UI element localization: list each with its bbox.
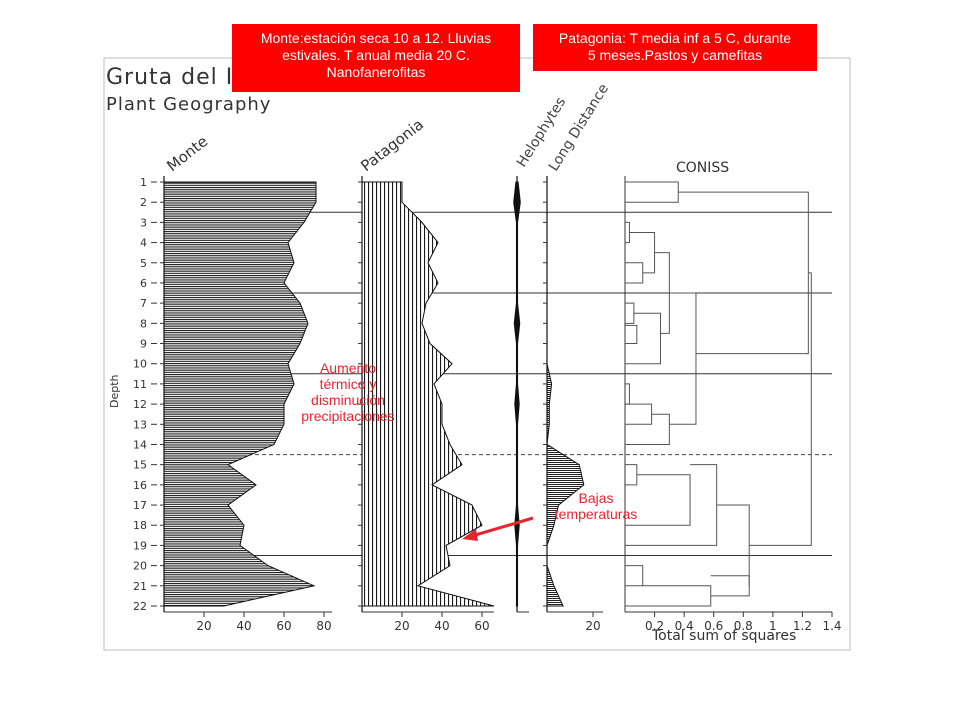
x-tick-label: 20: [394, 619, 409, 633]
arrow-line: [471, 516, 534, 538]
dendrogram-branch: [710, 575, 750, 597]
note-box-monte-line: Monte:estación seca 10 a 12. Lluvias: [260, 30, 492, 46]
depth-tick-label: 4: [140, 237, 147, 250]
arrow-head: [462, 529, 478, 541]
depth-tick-label: 1: [140, 176, 147, 189]
dendrogram-branch: [625, 413, 670, 445]
depth-tick-label: 2: [140, 196, 147, 209]
depth-tick-label: 10: [133, 358, 147, 371]
x-tick-label: 60: [474, 619, 489, 633]
note-bajas: Bajas temperaturas: [540, 490, 652, 522]
dendrogram-branch: [716, 504, 750, 586]
dendrogram-branch: [625, 585, 712, 607]
x-tick-label: 80: [316, 619, 331, 633]
figure-title: Gruta del I: [106, 65, 233, 90]
note-box-monte: Monte:estación seca 10 a 12. Lluvias est…: [232, 24, 520, 92]
dendrogram-branch: [625, 464, 638, 486]
dendrogram-branch: [625, 324, 638, 345]
dendrogram-branch: [678, 191, 809, 355]
note-box-monte-line: estivales. T anual media 20 C.: [282, 47, 470, 63]
depth-tick-label: 17: [133, 499, 147, 512]
note-aumento: Aumento térmico y disminución precipitac…: [286, 360, 410, 424]
depth-tick-label: 16: [133, 479, 147, 492]
dendrogram-branch: [749, 272, 812, 546]
note-box-patagonia-line: Patagonia: T media inf a 5 C, durante: [558, 30, 792, 46]
patagonia-curve: [361, 181, 495, 607]
depth-tick-label: 18: [133, 519, 147, 532]
dendrogram-branch: [625, 474, 691, 526]
depth-tick-label: 5: [140, 257, 147, 270]
note-box-monte-line: Nanofanerofitas: [326, 64, 426, 80]
x-tick-label: 40: [434, 619, 449, 633]
long-distance-curve: [546, 182, 585, 607]
figure-subtitle: Plant Geography: [106, 94, 271, 115]
depth-tick-label: 11: [133, 378, 147, 391]
header-coniss: CONISS: [676, 160, 729, 176]
dendrogram-branch: [625, 312, 661, 365]
note-box-patagonia-line: 5 meses.Pastos y camefitas: [587, 47, 763, 63]
depth-tick-label: 14: [133, 438, 147, 451]
note-aumento-line: precipitaciones: [301, 408, 395, 424]
depth-tick-label: 6: [140, 277, 147, 290]
x-tick-label: 20: [585, 619, 600, 633]
dendrogram-branch: [625, 221, 630, 244]
depth-tick-label: 12: [133, 398, 147, 411]
note-bajas-line: Bajas: [578, 490, 614, 506]
note-aumento-line: Aumento: [319, 360, 377, 376]
dendrogram-branch: [625, 565, 644, 587]
coniss-x-tick-label: 0.4: [675, 619, 694, 633]
depth-tick-label: 7: [140, 297, 147, 310]
dendrogram-branch: [625, 262, 644, 284]
depth-axis-label: Depth: [108, 374, 121, 408]
note-box-patagonia: Patagonia: T media inf a 5 C, durante 5 …: [533, 24, 817, 71]
coniss-x-tick-label: 1: [769, 619, 777, 633]
note-aumento-line: térmico y: [319, 376, 377, 392]
depth-tick-label: 15: [133, 459, 147, 472]
x-tick-label: 60: [276, 619, 291, 633]
depth-tick-label: 21: [133, 580, 147, 593]
coniss-x-tick-label: 1.4: [822, 619, 841, 633]
depth-tick-label: 3: [140, 216, 147, 229]
x-tick-label: 20: [196, 619, 211, 633]
depth-tick-label: 13: [133, 418, 147, 431]
x-tick-label: 40: [236, 619, 251, 633]
dendrogram-branch: [625, 403, 653, 425]
depth-tick-label: 22: [133, 600, 147, 613]
coniss-x-tick-label: 1.2: [793, 619, 812, 633]
dendrogram-branch: [625, 383, 630, 405]
coniss-x-tick-label: 0.2: [645, 619, 664, 633]
dendrogram-branch: [669, 292, 697, 425]
dendrogram-branch: [625, 181, 679, 203]
depth-tick-label: 20: [133, 560, 147, 573]
coniss-x-tick-label: 0.8: [734, 619, 753, 633]
coniss-xlabel: Total sum of squares: [651, 628, 796, 644]
depth-tick-label: 9: [140, 338, 147, 351]
depth-tick-label: 8: [140, 317, 147, 330]
header-monte: Monte: [163, 132, 211, 175]
header-patagonia: Patagonia: [357, 115, 427, 175]
depth-tick-label: 19: [133, 539, 147, 552]
note-aumento-line: disminución: [311, 392, 385, 408]
dendrogram-branch: [629, 231, 656, 274]
monte-curve: [163, 181, 317, 607]
coniss-x-tick-label: 0.6: [704, 619, 723, 633]
note-bajas-line: temperaturas: [554, 506, 638, 522]
dendrogram-branch: [625, 302, 635, 324]
